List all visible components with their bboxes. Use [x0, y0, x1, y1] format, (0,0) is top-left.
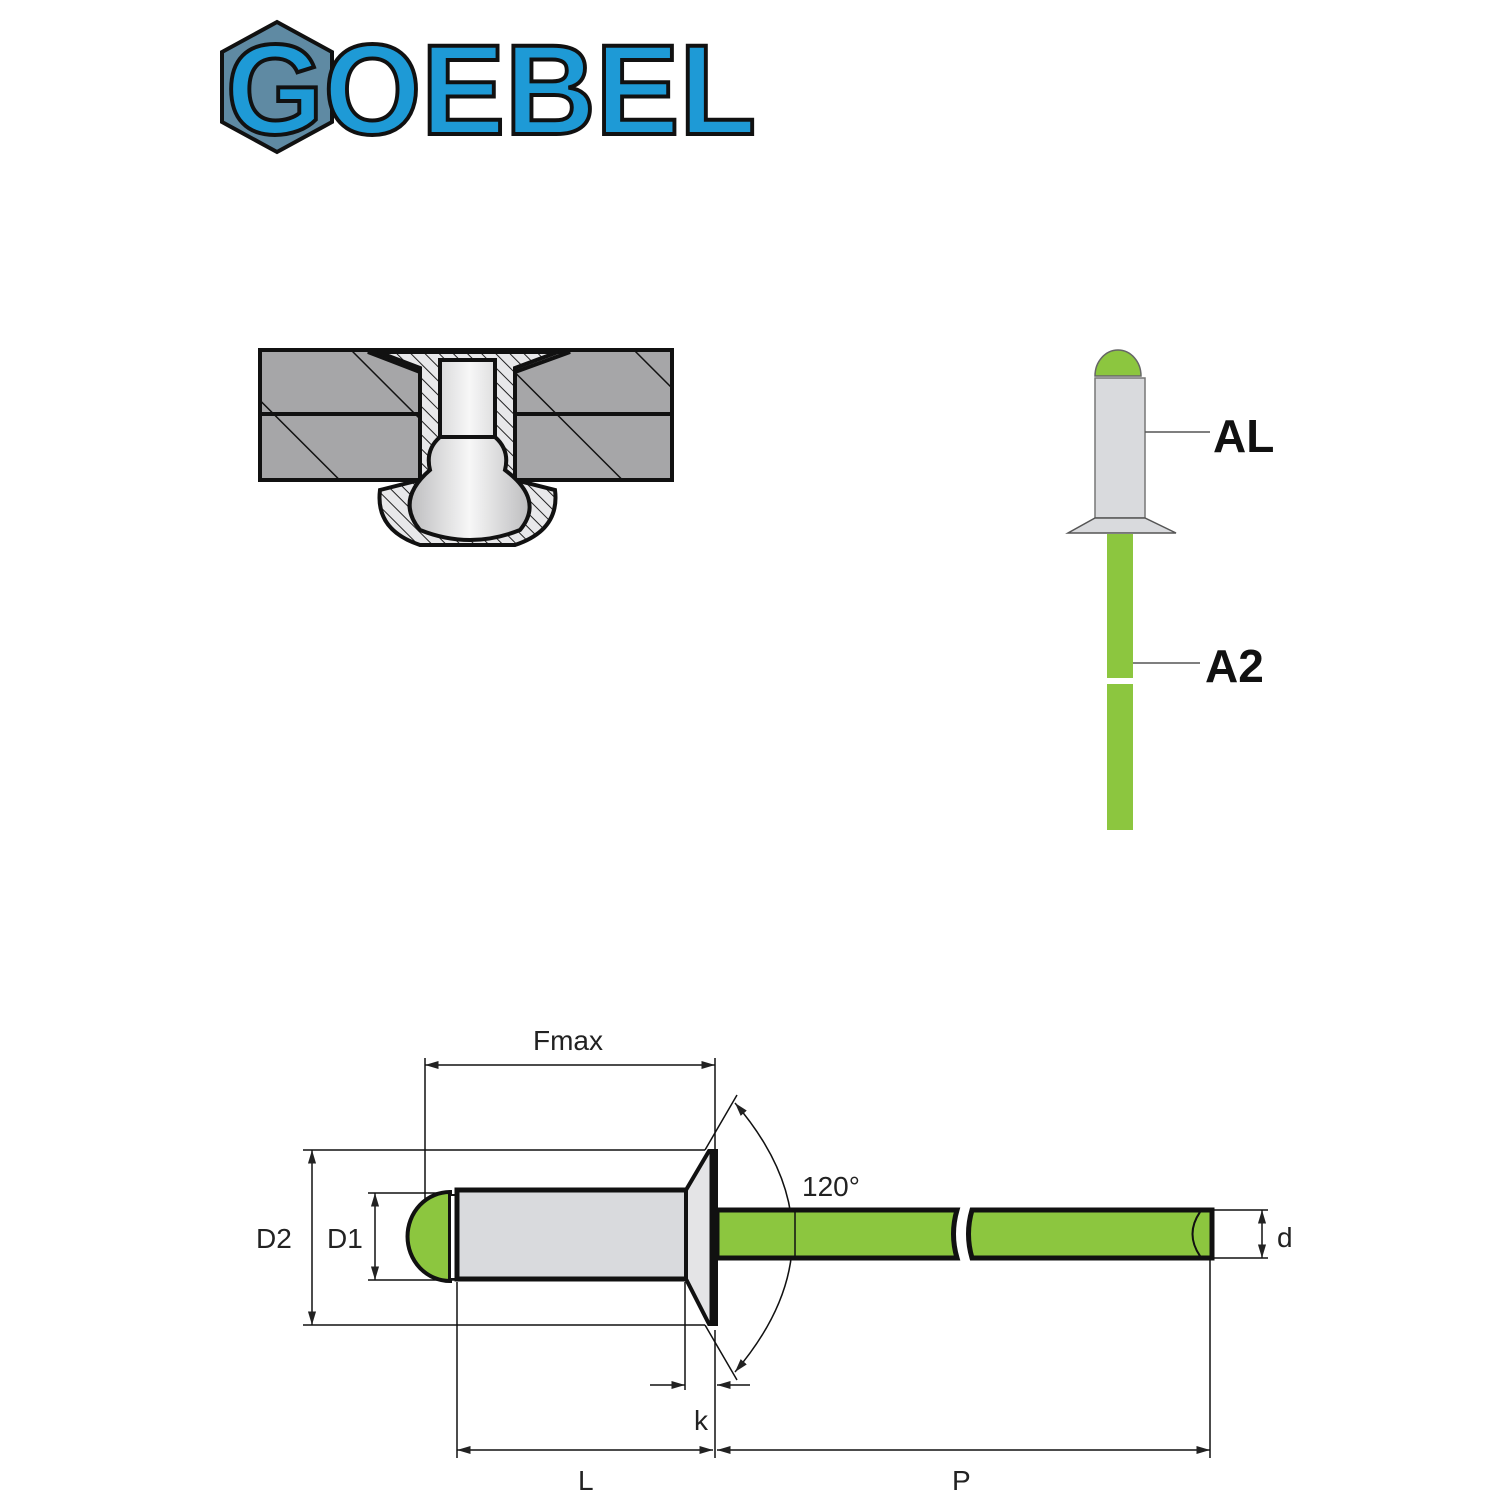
- logo-text: GOEBEL: [226, 19, 756, 162]
- rivet-dimension-drawing: [303, 1058, 1268, 1458]
- label-d: d: [1277, 1222, 1293, 1253]
- label-fmax: Fmax: [533, 1025, 603, 1056]
- hexagon-nut-logo-icon: [220, 19, 334, 155]
- label-l: L: [578, 1465, 594, 1496]
- label-mandrel-material: A2: [1205, 640, 1264, 692]
- installed-rivet-cross-section: [258, 348, 674, 547]
- label-angle: 120°: [802, 1171, 860, 1202]
- dimension-labels: Fmax D2 D1 120° d k L P: [256, 1025, 1293, 1496]
- label-p: P: [952, 1465, 971, 1496]
- label-sleeve-material: AL: [1213, 410, 1274, 462]
- rivet-side-view: AL A2: [1065, 349, 1274, 830]
- label-d2: D2: [256, 1223, 292, 1254]
- label-k: k: [694, 1405, 709, 1436]
- label-d1: D1: [327, 1223, 363, 1254]
- goebel-logo: GOEBEL: [220, 17, 758, 164]
